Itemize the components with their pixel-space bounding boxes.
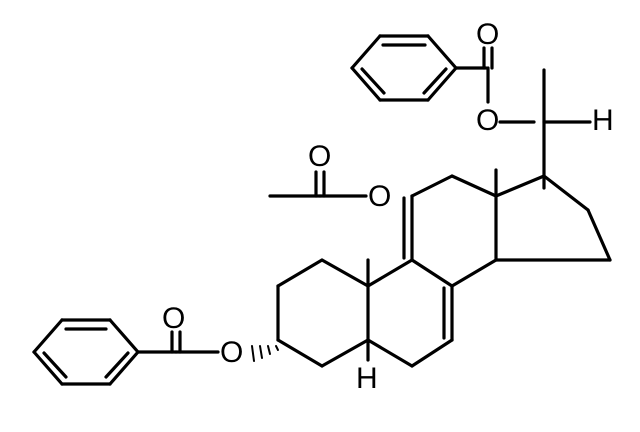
atom-label-o: O (308, 140, 331, 173)
side-chain (542, 68, 592, 190)
atom-label-o: O (162, 302, 185, 335)
hashed-wedge-bond (251, 345, 279, 362)
atom-label-h: H (592, 104, 614, 137)
atom-label-o: O (368, 180, 391, 213)
atom-label-o: O (476, 18, 499, 51)
benzoate-top-ring (350, 34, 458, 102)
steroid-core (276, 168, 612, 368)
atom-label-o: O (476, 104, 499, 137)
benzoate-top-carbonyl (454, 46, 536, 124)
atom-label-h: H (356, 362, 378, 395)
acetate-group (268, 170, 368, 198)
benzoate-left-ring (32, 318, 140, 386)
benzoate-left-carbonyl (136, 330, 220, 354)
atom-label-o: O (220, 336, 243, 369)
